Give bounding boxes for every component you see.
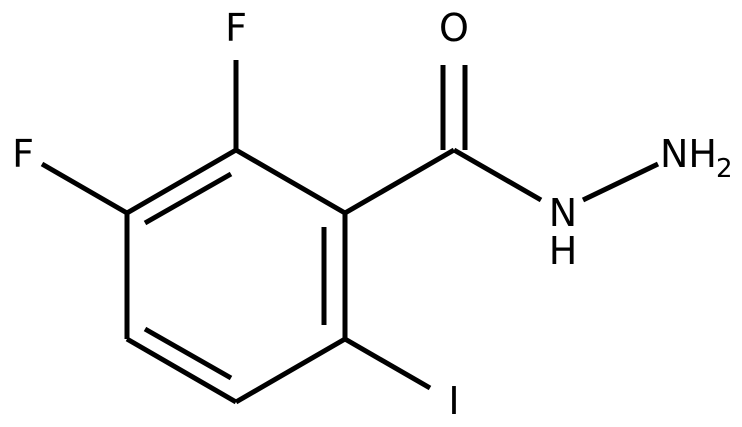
atom-label-iodine: I — [448, 379, 459, 423]
bond-n-n — [581, 161, 660, 203]
bond-c5-c6 — [234, 336, 347, 405]
atom-label-nh2-subscript: 2 — [716, 154, 733, 184]
bond-carbonyl-n — [452, 147, 543, 203]
atom-label-nh2: NH — [660, 132, 717, 176]
bond-c4-c5 — [125, 336, 238, 405]
atom-label-nh-hydrogen: H — [549, 229, 578, 273]
atom-label-f-left: F — [12, 132, 34, 176]
bond-c6-i — [343, 336, 432, 391]
aromatic-inner-c4-c5 — [143, 326, 233, 381]
aromatic-inner-c2-c3 — [143, 171, 233, 226]
atom-label-f-top: F — [225, 6, 247, 50]
bond-c1-carbonyl — [343, 147, 456, 216]
bond-c2-c3 — [125, 147, 238, 216]
atom-label-nh: N — [549, 191, 577, 235]
atom-label-oxygen: O — [439, 6, 469, 50]
bond-c1-c2 — [234, 147, 347, 216]
bond-c3-f — [40, 161, 129, 216]
